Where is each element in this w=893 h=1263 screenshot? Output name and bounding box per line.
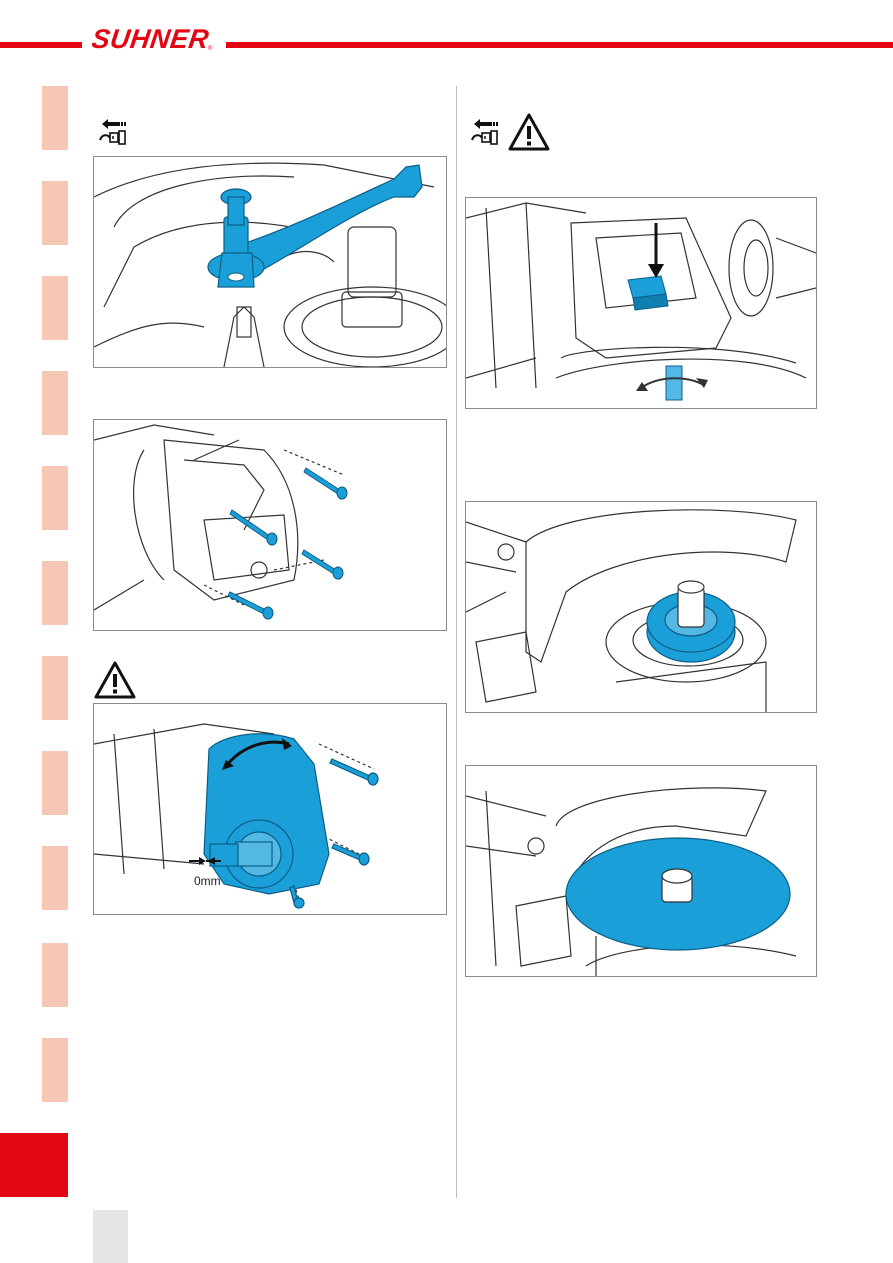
chapter-tab[interactable]	[42, 751, 68, 815]
svg-text:SUHNER: SUHNER	[92, 24, 211, 54]
figure-mount-flange	[465, 501, 817, 713]
svg-text:®: ®	[208, 45, 213, 52]
chapter-tab[interactable]	[42, 276, 68, 340]
suhner-logo: SUHNER ®	[92, 24, 218, 54]
chapter-tab[interactable]	[42, 466, 68, 530]
dimension-label: 0mm	[194, 874, 221, 888]
header-rule-left	[0, 42, 82, 48]
unplug-icon	[98, 116, 128, 146]
warning-triangle-icon	[93, 660, 137, 700]
chapter-tab[interactable]	[42, 656, 68, 720]
unplug-icon	[470, 116, 500, 146]
column-divider	[456, 86, 457, 1198]
chapter-tab-active[interactable]	[0, 1133, 68, 1197]
chapter-tab[interactable]	[42, 1038, 68, 1102]
chapter-tab[interactable]	[42, 181, 68, 245]
chapter-tab[interactable]	[42, 561, 68, 625]
figure-remove-screws	[93, 419, 447, 631]
header-rule-right	[226, 42, 893, 48]
chapter-tab[interactable]	[42, 371, 68, 435]
page-number-box	[93, 1210, 128, 1263]
figure-spindle-lock	[465, 197, 817, 409]
chapter-tab[interactable]	[42, 846, 68, 910]
figure-rotate-gear-head	[93, 703, 447, 915]
figure-mount-disc	[465, 765, 817, 977]
chapter-tab[interactable]	[42, 943, 68, 1007]
warning-triangle-icon	[507, 112, 551, 152]
figure-spanner-wrench	[93, 156, 447, 368]
chapter-tab[interactable]	[42, 86, 68, 150]
